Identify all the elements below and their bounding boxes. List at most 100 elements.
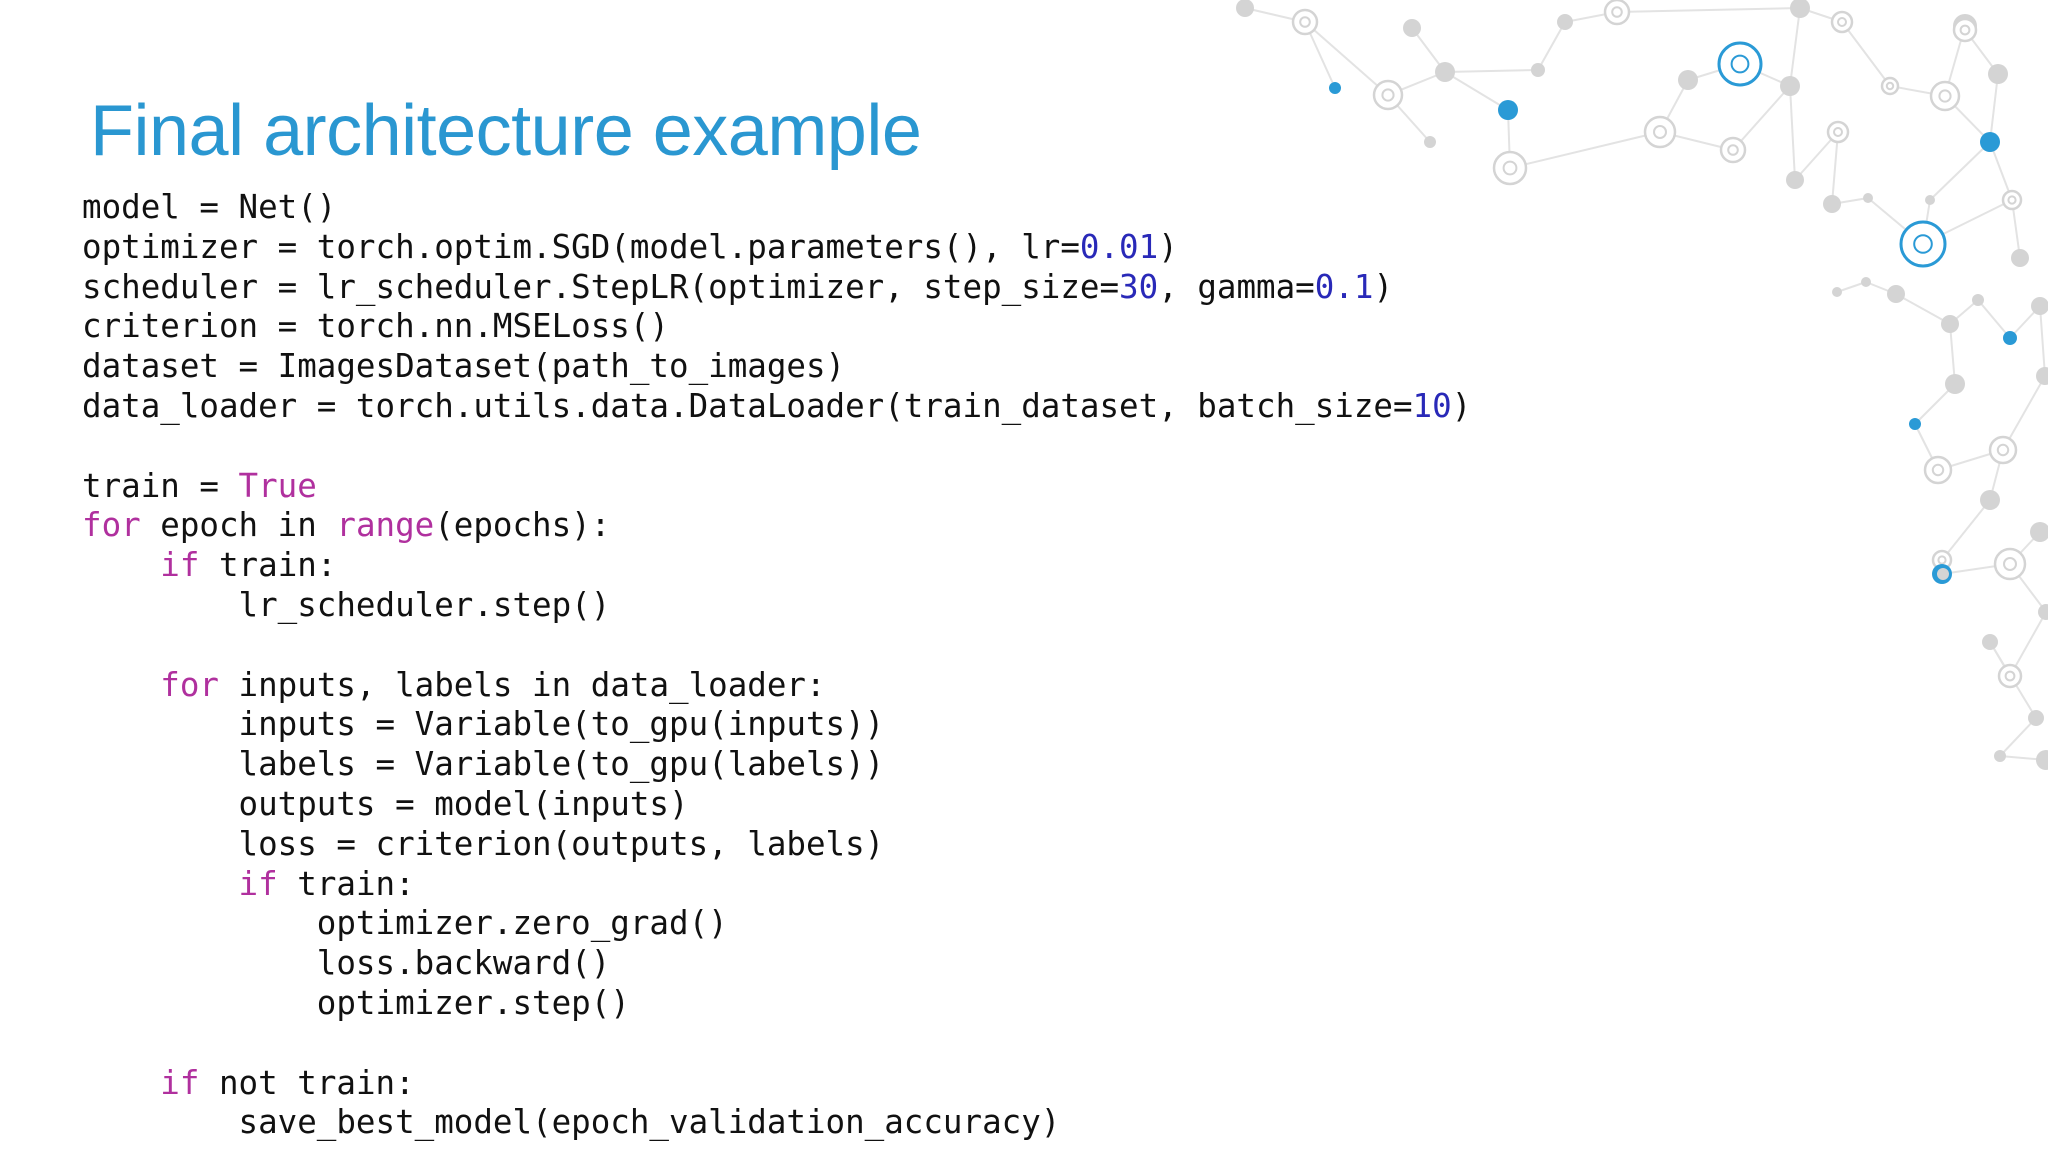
- code-text: scheduler = lr_scheduler.StepLR(optimize…: [82, 267, 1120, 306]
- code-text: loss = criterion(outputs, labels): [82, 824, 885, 863]
- network-edge: [1831, 131, 1839, 205]
- network-ring-center: [1727, 144, 1739, 156]
- network-ring-center: [1653, 125, 1667, 139]
- code-line: train = True: [82, 467, 1471, 507]
- code-line: optimizer = torch.optim.SGD(model.parame…: [82, 228, 1471, 268]
- code-number: 0.01: [1079, 227, 1159, 266]
- network-blue-node: [1909, 418, 1921, 430]
- code-keyword: for: [160, 665, 219, 704]
- code-text: data_loader = torch.utils.data.DataLoade…: [82, 386, 1413, 425]
- code-keyword: for: [82, 506, 141, 545]
- network-gray-node: [1786, 171, 1804, 189]
- code-text: save_best_model(epoch_validation_accurac…: [82, 1103, 1061, 1142]
- code-line: [82, 427, 1471, 467]
- code-text: train:: [199, 546, 337, 585]
- network-ring-center: [1833, 127, 1843, 137]
- network-edge: [1537, 21, 1566, 71]
- network-edge: [1444, 71, 1509, 111]
- network-gray-node: [1236, 0, 1254, 17]
- network-gray-node: [1557, 14, 1573, 30]
- network-gray-node: [1790, 0, 1810, 18]
- network-edge: [1989, 141, 2013, 201]
- network-blue-node: [2003, 331, 2017, 345]
- code-line: [82, 626, 1471, 666]
- network-gray-node: [2028, 710, 2044, 726]
- code-text: (epochs):: [434, 506, 611, 545]
- network-gray-node: [1980, 490, 2000, 510]
- network-gray-node: [1424, 136, 1436, 148]
- network-ring-center: [1502, 160, 1518, 176]
- code-text: optimizer.zero_grad(): [82, 904, 728, 943]
- code-number: 0.1: [1314, 267, 1374, 306]
- network-gray-node: [1780, 76, 1800, 96]
- network-edge: [1999, 717, 2037, 757]
- code-line: if train:: [82, 865, 1471, 905]
- code-line: for inputs, labels in data_loader:: [82, 666, 1471, 706]
- code-text: [82, 666, 160, 704]
- network-edge: [1509, 131, 1661, 169]
- network-ring-center: [1959, 24, 1971, 36]
- code-line: criterion = torch.nn.MSELoss(): [82, 307, 1471, 347]
- network-edge: [1616, 7, 1801, 13]
- network-gray-node: [1861, 277, 1871, 287]
- network-gray-node: [1832, 287, 1842, 297]
- network-edge: [1444, 69, 1539, 73]
- network-gray-node: [1435, 62, 1455, 82]
- network-gray-node: [1403, 19, 1421, 37]
- code-text: labels = Variable(to_gpu(labels)): [82, 745, 885, 784]
- network-blue-node: [1329, 82, 1341, 94]
- network-ring-center: [1730, 54, 1750, 74]
- code-keyword: if: [238, 864, 278, 903]
- code-line: for epoch in range(epochs):: [82, 506, 1471, 546]
- network-gray-node: [1531, 63, 1545, 77]
- network-ring-center: [1299, 16, 1311, 28]
- code-line: outputs = model(inputs): [82, 785, 1471, 825]
- code-text: model = Net(): [82, 188, 337, 226]
- code-text: [82, 1064, 160, 1102]
- code-text: optimizer.step(): [82, 983, 630, 1022]
- code-line: loss = criterion(outputs, labels): [82, 825, 1471, 865]
- network-ring-center: [1381, 88, 1395, 102]
- code-line: inputs = Variable(to_gpu(inputs)): [82, 705, 1471, 745]
- network-gray-node: [2031, 297, 2048, 315]
- network-edge: [1304, 21, 1389, 96]
- code-line: labels = Variable(to_gpu(labels)): [82, 745, 1471, 785]
- network-edge: [1989, 73, 1999, 143]
- network-ring-center: [1837, 17, 1847, 27]
- code-text: train =: [82, 466, 239, 505]
- code-text: loss.backward(): [82, 944, 611, 983]
- code-text: outputs = model(inputs): [82, 784, 689, 823]
- network-ring-center: [1938, 89, 1952, 103]
- code-text: not train:: [199, 1063, 415, 1102]
- network-gray-node: [1678, 70, 1698, 90]
- network-ring-center: [2003, 557, 2017, 571]
- network-blue-node: [1980, 132, 2000, 152]
- code-line: dataset = ImagesDataset(path_to_images): [82, 347, 1471, 387]
- network-edge: [2039, 305, 2046, 377]
- code-line: loss.backward(): [82, 944, 1471, 984]
- code-text: criterion = torch.nn.MSELoss(): [82, 307, 669, 346]
- network-gray-node: [1988, 64, 2008, 84]
- code-text: ): [1373, 267, 1394, 306]
- network-gray-node: [1945, 374, 1965, 394]
- code-text: ): [1158, 227, 1178, 266]
- network-edge: [1789, 7, 1801, 87]
- network-edge: [1977, 299, 2011, 339]
- network-gray-node: [2030, 522, 2048, 542]
- network-gray-node: [1925, 195, 1935, 205]
- network-edge: [1941, 499, 1991, 561]
- code-text: dataset = ImagesDataset(path_to_images): [82, 347, 846, 386]
- code-text: lr_scheduler.step(): [82, 585, 611, 624]
- code-line: save_best_model(epoch_validation_accurac…: [82, 1103, 1471, 1143]
- network-gray-node: [1823, 195, 1841, 213]
- code-number: 10: [1412, 386, 1452, 425]
- network-ring-center: [1885, 81, 1895, 91]
- code-text: inputs, labels in data_loader:: [218, 665, 826, 704]
- code-text: optimizer = torch.optim.SGD(model.parame…: [82, 227, 1080, 266]
- code-line: if not train:: [82, 1064, 1471, 1104]
- network-gray-node: [2036, 750, 2048, 770]
- network-ring-center: [1996, 443, 2010, 457]
- network-gray-node: [1941, 315, 1959, 333]
- code-text: [82, 546, 160, 584]
